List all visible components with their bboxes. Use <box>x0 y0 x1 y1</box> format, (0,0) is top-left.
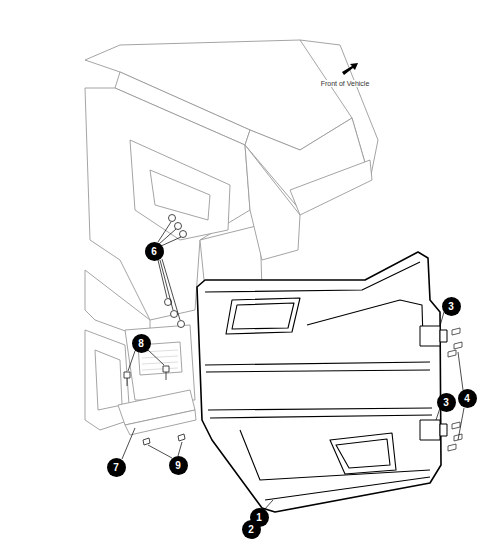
callout-number: 3 <box>437 393 456 412</box>
direction-arrow <box>342 63 358 75</box>
callout-number: 6 <box>145 242 164 261</box>
callout-number: 3 <box>442 297 461 316</box>
callout-number: 7 <box>107 458 126 477</box>
callout-number: 4 <box>458 389 477 408</box>
callout-number: 8 <box>132 334 151 353</box>
callout-number: 2 <box>242 520 261 539</box>
callout-number: 9 <box>169 456 188 475</box>
direction-note: Front of Vehicle <box>320 80 371 87</box>
